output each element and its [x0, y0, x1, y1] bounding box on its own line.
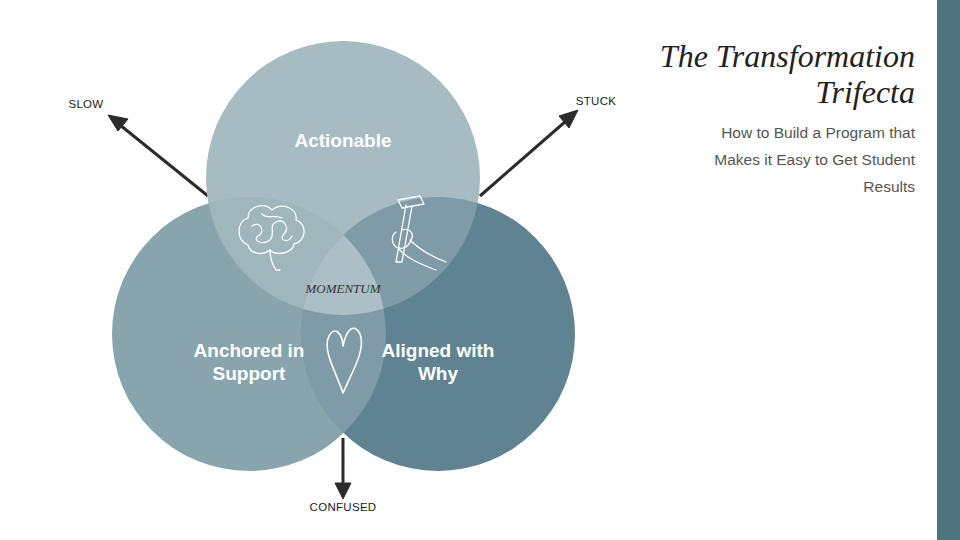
direction-label: SLOW: [68, 98, 103, 110]
heart-icon: [327, 328, 361, 393]
circle-label: Aligned with Why: [301, 339, 575, 385]
subtitle: How to Build a Program that Makes it Eas…: [690, 119, 915, 200]
direction-label: STUCK: [576, 95, 616, 107]
overlap-region: [301, 197, 575, 471]
title: The Transformation Trifecta: [640, 38, 915, 110]
accent-bar: [937, 0, 960, 540]
hammer-icon: [392, 196, 446, 270]
direction-label: CONFUSED: [310, 501, 377, 513]
overlap-region: [301, 197, 575, 471]
center-label: MOMENTUM: [305, 281, 380, 297]
circle-fill: [301, 197, 575, 471]
icons: [239, 196, 446, 393]
brain-icon: [239, 206, 304, 270]
circle-label: Actionable: [206, 129, 480, 152]
circle-label: Anchored in Support: [112, 339, 386, 385]
